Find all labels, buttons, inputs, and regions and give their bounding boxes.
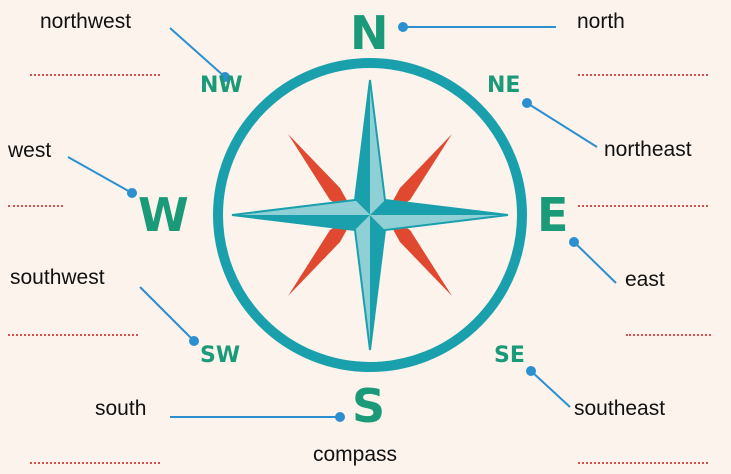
- letter-n: N: [350, 10, 389, 56]
- label-west: west: [8, 139, 51, 163]
- label-southwest: southwest: [10, 266, 105, 290]
- answer-line-north: [578, 74, 708, 76]
- leader-northwest: [170, 28, 225, 77]
- answer-line-northeast: [578, 205, 708, 207]
- leader-northeast: [527, 103, 597, 147]
- label-north: north: [577, 10, 625, 34]
- leader-north-dot: [399, 23, 407, 31]
- label-east: east: [625, 268, 665, 292]
- answer-line-west: [8, 205, 63, 207]
- label-southeast: southeast: [574, 397, 665, 421]
- leader-west-dot: [128, 189, 136, 197]
- leader-northeast-dot: [523, 99, 531, 107]
- leader-east-dot: [570, 238, 578, 246]
- letter-sw: SW: [200, 345, 240, 367]
- leader-southeast: [531, 371, 570, 407]
- label-south: south: [95, 397, 146, 421]
- answer-line-southwest: [8, 334, 138, 336]
- caption-compass: compass: [313, 443, 397, 467]
- label-northwest: northwest: [40, 10, 131, 34]
- answer-line-northwest: [30, 74, 160, 76]
- leader-east: [574, 242, 616, 283]
- letter-e: E: [537, 192, 568, 238]
- letter-nw: NW: [200, 75, 243, 97]
- letter-ne: NE: [487, 75, 520, 97]
- cardinal-star: [232, 80, 508, 350]
- label-northeast: northeast: [604, 138, 692, 162]
- leader-southwest-dot: [190, 337, 198, 345]
- answer-line-east: [626, 334, 711, 336]
- leader-southwest: [140, 287, 194, 341]
- leader-south-dot: [336, 413, 344, 421]
- letter-se: SE: [494, 345, 525, 367]
- answer-line-southeast: [578, 462, 708, 464]
- letter-w: W: [138, 192, 189, 238]
- leader-west: [68, 157, 132, 193]
- letter-s: S: [352, 383, 385, 429]
- answer-line-south: [30, 462, 160, 464]
- leader-southeast-dot: [527, 367, 535, 375]
